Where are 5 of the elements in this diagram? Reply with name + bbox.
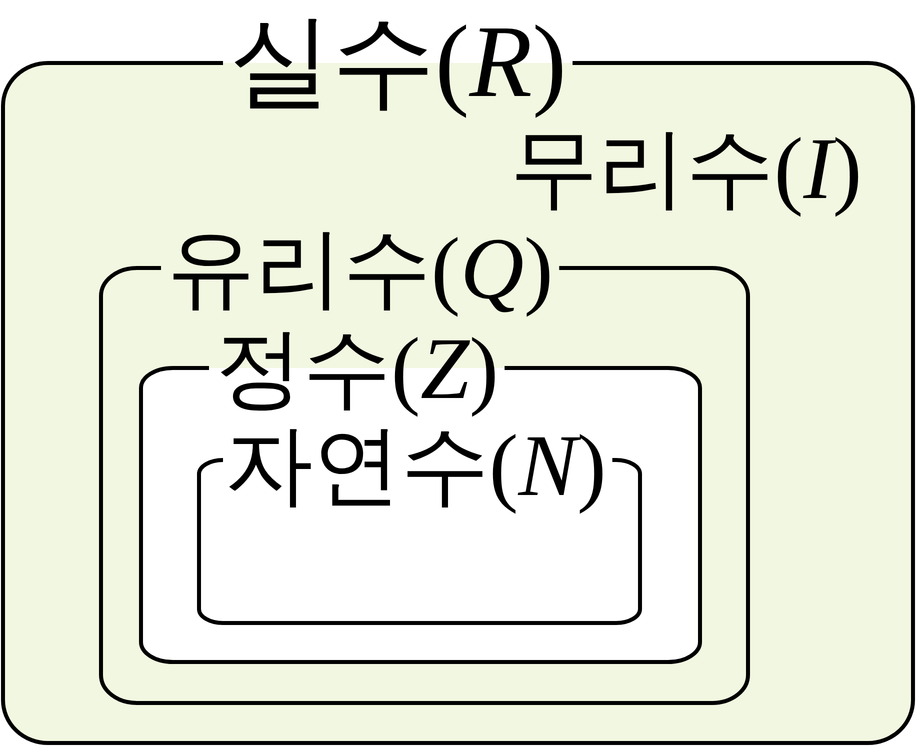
- region-label: 무리수(I): [510, 120, 862, 220]
- set-label: 자연수(N): [225, 417, 606, 517]
- set-label: 유리수(Q): [167, 220, 554, 320]
- set-label: 정수(Z): [215, 320, 499, 420]
- set-label: 실수(R): [229, 4, 567, 122]
